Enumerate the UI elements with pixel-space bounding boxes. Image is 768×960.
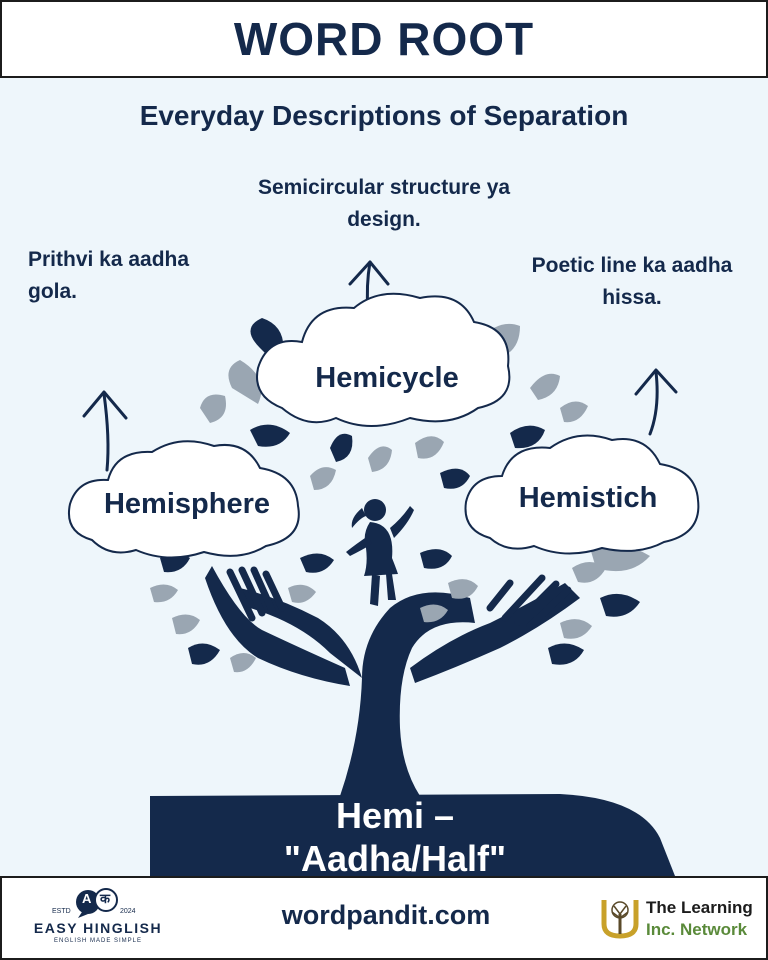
leaf-icon	[560, 619, 592, 639]
tree-icon	[601, 900, 639, 939]
diagram-subtitle: Everyday Descriptions of Separation	[139, 100, 629, 131]
leaf-icon	[230, 653, 256, 673]
brand-line-2: Inc. Network	[646, 920, 748, 939]
word-hemistich: Hemistich	[518, 482, 658, 514]
diagram-area: Everyday Descriptions of Separation	[0, 78, 768, 876]
tree-illustration	[68, 260, 700, 876]
child-icon	[346, 499, 414, 606]
leaf-icon	[310, 467, 336, 490]
ground-shape	[150, 794, 675, 876]
leaf-icon	[200, 394, 226, 423]
cloud-icon	[464, 434, 700, 555]
hand-right-icon	[410, 574, 580, 683]
leaf-icon	[250, 424, 290, 447]
footer-bar: ESTD 2024 A क EASY HINGLISH ENGLISH MADE…	[0, 876, 768, 960]
cloud-icon	[256, 292, 511, 427]
site-link[interactable]: wordpandit.com	[281, 900, 491, 930]
leaf-icon	[448, 579, 478, 599]
easy-hinglish-logo: ESTD 2024 A क EASY HINGLISH ENGLISH MADE…	[28, 888, 168, 952]
leaf-icon	[172, 614, 200, 635]
leaf-icon	[560, 401, 588, 423]
brand-tagline: ENGLISH MADE SIMPLE	[53, 938, 143, 944]
leaf-icon	[600, 593, 640, 617]
leaf-icon	[548, 643, 584, 665]
leaf-icon	[300, 553, 334, 573]
word-hemisphere: Hemisphere	[103, 488, 270, 520]
root-label: Hemi – "Aadha/Half"	[230, 794, 560, 876]
root-meaning: "Aadha/Half"	[283, 838, 507, 876]
chat-bubbles-icon	[76, 888, 118, 918]
leaf-icon	[228, 360, 262, 404]
arrow-up-icon	[82, 390, 128, 472]
leaf-icon	[415, 436, 444, 459]
leaf-icon	[420, 549, 452, 569]
learning-inc-logo: The Learning Inc. Network	[600, 890, 760, 950]
leaf-icon	[188, 643, 220, 665]
leaf-icon	[530, 373, 560, 400]
description-hemicycle: Semicircular structure ya design.	[257, 176, 511, 231]
description-hemistich: Poetic line ka aadha hissa.	[531, 254, 733, 309]
header-bar: WORD ROOT	[0, 0, 768, 78]
description-hemisphere: Prithvi ka aadha gola.	[28, 248, 190, 303]
bubble-letter-a: A	[82, 891, 92, 906]
brand-line-1: The Learning	[646, 898, 753, 917]
tree-trunk	[340, 592, 475, 796]
arrow-up-icon	[634, 368, 678, 436]
cloud-icon	[68, 440, 300, 559]
hand-left-icon	[205, 566, 350, 686]
estd-year: 2024	[120, 908, 136, 915]
page-title: WORD ROOT	[233, 13, 535, 65]
leaf-icon	[330, 433, 353, 462]
root-word: Hemi –	[335, 795, 455, 836]
leaf-icon	[150, 584, 178, 603]
leaf-icon	[440, 468, 470, 489]
leaf-icon	[368, 446, 392, 472]
estd-label: ESTD	[52, 908, 71, 915]
word-hemicycle: Hemicycle	[315, 362, 459, 394]
brand-name: EASY HINGLISH	[33, 920, 163, 936]
leaf-icon	[288, 584, 316, 603]
leaf-icon	[510, 425, 545, 449]
bubble-letter-k: क	[100, 892, 110, 907]
leaf-icon	[420, 604, 448, 623]
